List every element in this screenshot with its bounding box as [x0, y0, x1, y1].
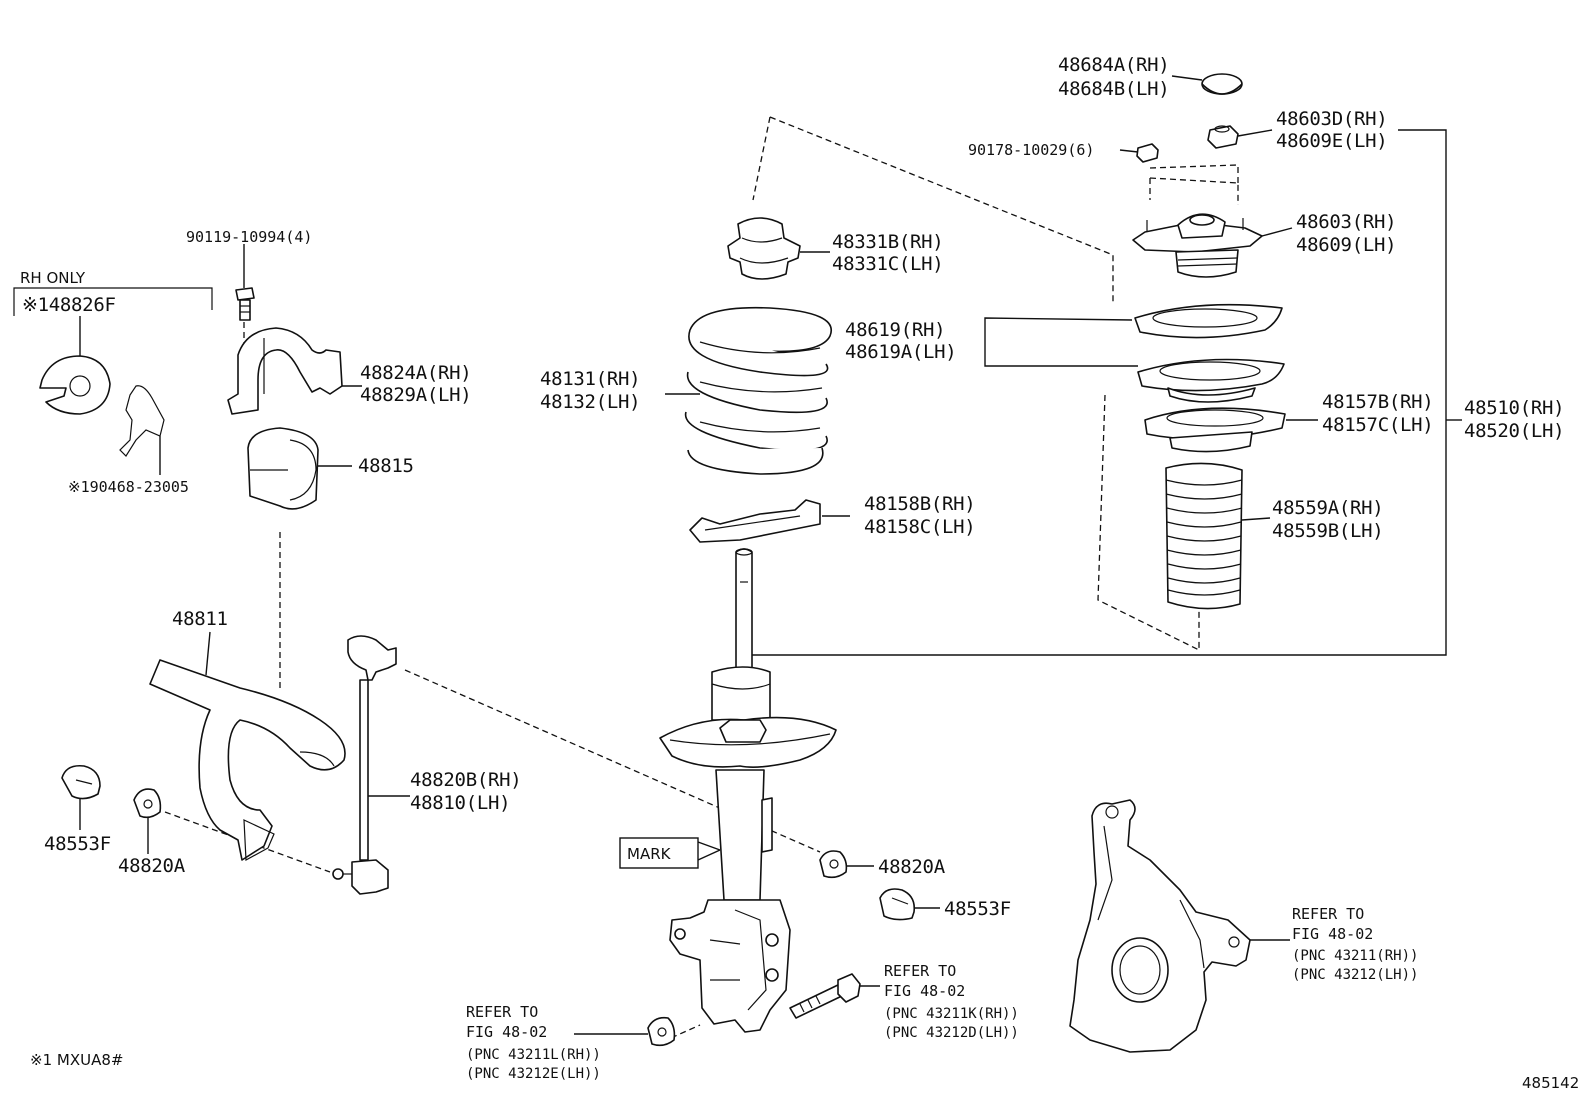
label-48619A: 48619A(LH)	[845, 341, 956, 363]
nut-48553F-left	[61, 764, 101, 830]
lower-bolt	[789, 973, 880, 1019]
label-48811: 48811	[172, 608, 228, 630]
figure-id: 485142	[1522, 1074, 1579, 1092]
label-48132: 48132(LH)	[540, 391, 640, 413]
nut-48820A-left	[133, 788, 162, 854]
lower-insulator-48158	[689, 499, 850, 543]
label-48810: 48810(LH)	[410, 792, 510, 814]
label-48826F: ※148826F	[22, 294, 116, 316]
label-48820A-left: 48820A	[118, 855, 186, 877]
nut-48603D	[1207, 125, 1273, 149]
label-48331C: 48331C(LH)	[832, 253, 943, 275]
nut-48553F-right	[879, 888, 940, 921]
label-90468: ※190468-23005	[68, 478, 189, 496]
ref1-line4: (PNC 43212E(LH))	[466, 1066, 601, 1082]
label-48158B: 48158B(RH)	[864, 493, 975, 515]
label-48684A: 48684A(RH)	[1058, 54, 1169, 76]
bracket-48824	[227, 327, 362, 415]
ref3-line3: (PNC 43211(RH))	[1292, 948, 1418, 964]
label-48824A: 48824A(RH)	[360, 362, 471, 384]
ref1-line3: (PNC 43211L(RH))	[466, 1047, 601, 1063]
label-48559B: 48559B(LH)	[1272, 520, 1383, 542]
label-48157B: 48157B(RH)	[1322, 391, 1433, 413]
cap-48684	[1171, 73, 1243, 95]
refer-to-block-1: REFER TO FIG 48-02 (PNC 43211L(RH)) (PNC…	[466, 1003, 601, 1082]
label-48553F-right: 48553F	[944, 898, 1011, 920]
label-90178: 90178-10029(6)	[968, 141, 1094, 159]
label-48815: 48815	[358, 455, 414, 477]
ref3-line4: (PNC 43212(LH))	[1292, 967, 1418, 983]
label-48829A: 48829A(LH)	[360, 384, 471, 406]
ref2-line4: (PNC 43212D(LH))	[884, 1025, 1019, 1041]
ref1-line1: REFER TO	[466, 1003, 538, 1021]
upper-insulator-48619	[984, 303, 1285, 403]
label-48603D: 48603D(RH)	[1276, 108, 1387, 130]
bearing-48157	[1144, 407, 1318, 453]
bolt-90119	[235, 244, 255, 321]
mark-box: MARK	[619, 837, 699, 869]
ref2-line2: FIG 48-02	[884, 982, 965, 1000]
mark-label: MARK	[627, 845, 672, 863]
nut-90178	[1119, 143, 1159, 163]
ref1-line2: FIG 48-02	[466, 1023, 547, 1041]
assembly-bracket-48510	[748, 129, 1462, 656]
lower-nut	[574, 1016, 676, 1047]
upper-mount-48603	[1132, 213, 1293, 278]
label-48820B: 48820B(RH)	[410, 769, 521, 791]
label-48684B: 48684B(LH)	[1058, 78, 1169, 100]
ref2-line3: (PNC 43211K(RH))	[884, 1006, 1019, 1022]
refer-to-block-3: REFER TO FIG 48-02 (PNC 43211(RH)) (PNC …	[1292, 905, 1418, 983]
refer-to-block-2: REFER TO FIG 48-02 (PNC 43211K(RH)) (PNC…	[884, 962, 1019, 1041]
label-48553F-left: 48553F	[44, 833, 111, 855]
strut-assembly	[659, 548, 837, 1033]
nut-48820A-right	[819, 850, 874, 879]
coil-spring-48131	[665, 306, 832, 475]
label-48520: 48520(LH)	[1464, 420, 1564, 442]
label-90119: 90119-10994(4)	[186, 228, 312, 246]
label-48559A: 48559A(RH)	[1272, 497, 1383, 519]
label-48131: 48131(RH)	[540, 368, 640, 390]
label-48619: 48619(RH)	[845, 319, 945, 341]
steering-knuckle	[1069, 799, 1290, 1053]
part-labels: 48684A(RH) 48684B(LH) 48603D(RH) 48609E(…	[22, 54, 1565, 920]
bushing-48815	[247, 427, 352, 510]
rh-only-label: RH ONLY	[20, 269, 86, 287]
assembly-guide-lines	[164, 116, 1239, 1043]
label-48157C: 48157C(LH)	[1322, 414, 1433, 436]
label-48510: 48510(RH)	[1464, 397, 1564, 419]
label-48820A-right: 48820A	[878, 856, 946, 878]
dust-boot-48559	[1165, 462, 1271, 610]
label-48331B: 48331B(RH)	[832, 231, 943, 253]
label-48609E: 48609E(LH)	[1276, 130, 1387, 152]
ref3-line2: FIG 48-02	[1292, 925, 1373, 943]
bump-stop-48331	[727, 217, 830, 280]
footnote: ※1 MXUA8#	[30, 1051, 123, 1069]
ref2-line1: REFER TO	[884, 962, 956, 980]
label-48609: 48609(LH)	[1296, 234, 1396, 256]
stabilizer-bar-48811	[149, 631, 346, 861]
stabilizer-link-48820B	[332, 635, 410, 895]
ref3-line1: REFER TO	[1292, 905, 1364, 923]
label-48158C: 48158C(LH)	[864, 516, 975, 538]
label-48603: 48603(RH)	[1296, 211, 1396, 233]
rh-only-bracket: RH ONLY	[13, 269, 213, 475]
